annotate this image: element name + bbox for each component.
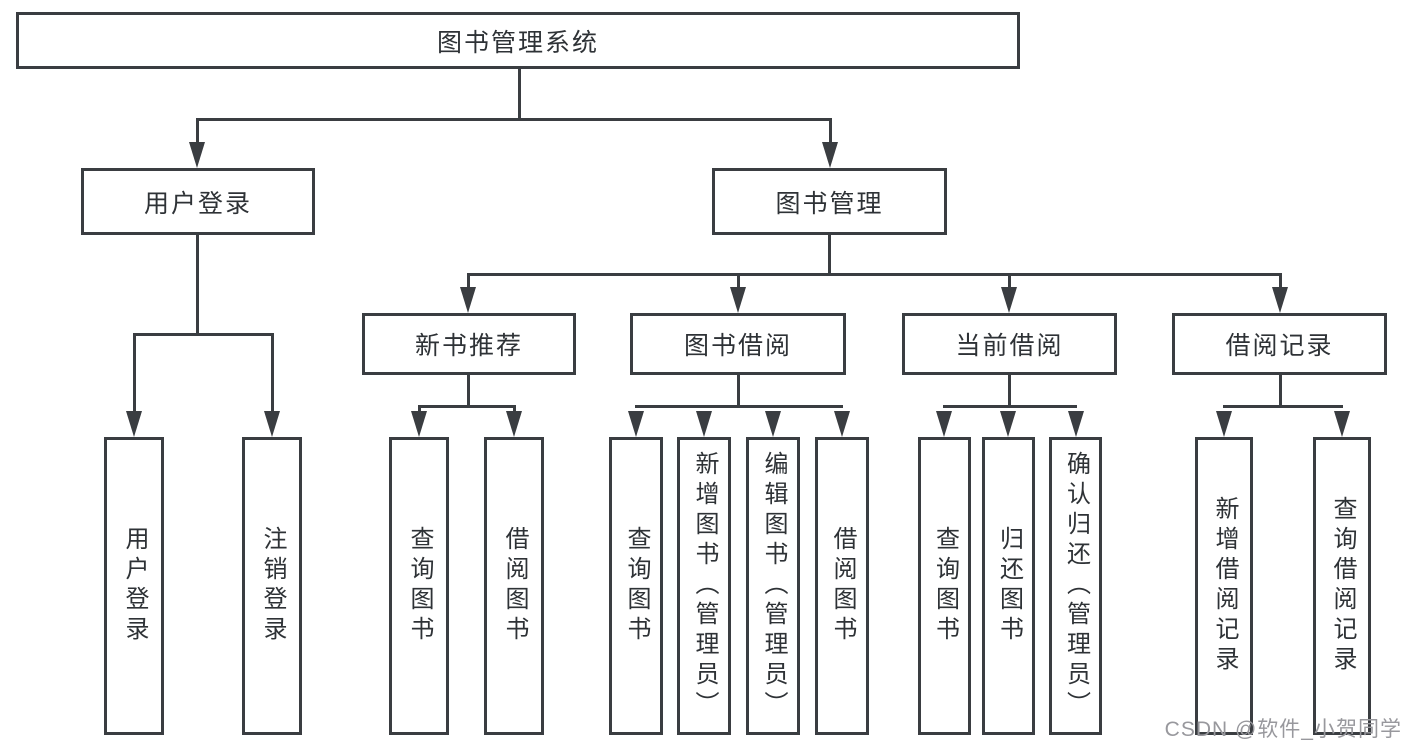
leaf-recommend-borrow-books-label: 借阅图书 (501, 526, 528, 646)
connector-user-login-bar (133, 333, 274, 336)
connector-user-login-stem (196, 235, 199, 336)
arrowhead-down-icon (126, 411, 142, 437)
arrowhead-down-icon (1001, 287, 1017, 313)
arrowhead-down-icon (1068, 411, 1084, 437)
leaf-recommend-query-books: 查询图书 (389, 437, 449, 735)
connector-book-mgmt-drop-2 (737, 273, 740, 297)
leaf-add-borrow-record: 新增借阅记录 (1195, 437, 1253, 735)
leaf-logout-label: 注销登录 (259, 526, 286, 646)
connector-book-mgmt-drop-4 (1279, 273, 1282, 297)
connector-book-mgmt-drop-1 (467, 273, 470, 297)
arrowhead-down-icon (765, 411, 781, 437)
arrowhead-down-icon (834, 411, 850, 437)
leaf-borrow-query-books-label: 查询图书 (623, 526, 650, 646)
connector-book-mgmt-bar (467, 273, 1282, 276)
node-user-login-label: 用户登录 (143, 189, 252, 218)
leaf-return-books-label: 归还图书 (995, 526, 1023, 646)
node-book-borrow-label: 图书借阅 (683, 332, 792, 360)
node-borrow-records: 借阅记录 (1172, 313, 1387, 375)
arrowhead-down-icon (696, 411, 712, 437)
arrowhead-down-icon (936, 411, 952, 437)
connector-user-login-drop-1 (133, 333, 136, 421)
arrowhead-down-icon (411, 411, 427, 437)
connector-book-mgmt-drop-3 (1008, 273, 1011, 297)
node-book-management: 图书管理 (712, 168, 947, 235)
arrowhead-down-icon (628, 411, 644, 437)
connector-user-login-drop-2 (271, 333, 274, 421)
arrowhead-down-icon (1216, 411, 1232, 437)
arrowhead-down-icon (730, 287, 746, 313)
arrowhead-down-icon (1334, 411, 1350, 437)
arrowhead-down-icon (264, 411, 280, 437)
connector-root-drop-right (829, 118, 832, 152)
arrowhead-down-icon (822, 142, 838, 168)
node-current-borrow: 当前借阅 (902, 313, 1117, 375)
connector-root-bar (196, 118, 832, 121)
arrowhead-down-icon (506, 411, 522, 437)
leaf-logout: 注销登录 (242, 437, 302, 735)
node-new-book-recommend-label: 新书推荐 (414, 332, 523, 360)
leaf-recommend-query-books-label: 查询图书 (406, 526, 433, 646)
connector-book-mgmt-stem (828, 235, 831, 275)
connector-root-drop-left (196, 118, 199, 152)
arrowhead-down-icon (460, 287, 476, 313)
connector-records-stem (1279, 375, 1282, 407)
arrowhead-down-icon (1000, 411, 1016, 437)
node-new-book-recommend: 新书推荐 (362, 313, 576, 375)
leaf-current-query-books-label: 查询图书 (931, 526, 959, 646)
node-borrow-records-label: 借阅记录 (1225, 332, 1334, 360)
node-user-login: 用户登录 (81, 168, 315, 235)
leaf-borrow-books: 借阅图书 (815, 437, 869, 735)
connector-recommend-stem (467, 375, 470, 407)
node-root: 图书管理系统 (16, 12, 1020, 69)
connector-current-bar (943, 405, 1077, 408)
arrowhead-down-icon (1272, 287, 1288, 313)
leaf-user-login: 用户登录 (104, 437, 164, 735)
node-book-borrow: 图书借阅 (630, 313, 846, 375)
csdn-watermark: CSDN @软件_小贺同学 (1164, 718, 1402, 741)
node-root-label: 图书管理系统 (436, 28, 599, 57)
leaf-recommend-borrow-books: 借阅图书 (484, 437, 544, 735)
leaf-edit-books-admin: 编辑图书（管理员） (746, 437, 800, 735)
connector-root-stem (518, 69, 521, 120)
connector-recommend-bar (418, 405, 516, 408)
connector-borrow-bar (635, 405, 843, 408)
leaf-add-books-admin-label: 新增图书（管理员） (691, 451, 718, 721)
leaf-query-borrow-record: 查询借阅记录 (1313, 437, 1371, 735)
leaf-add-borrow-record-label: 新增借阅记录 (1211, 496, 1238, 676)
leaf-return-books: 归还图书 (982, 437, 1035, 735)
leaf-query-borrow-record-label: 查询借阅记录 (1329, 496, 1356, 676)
leaf-add-books-admin: 新增图书（管理员） (677, 437, 731, 735)
leaf-confirm-return-admin-label: 确认归还（管理员） (1062, 451, 1090, 721)
node-book-management-label: 图书管理 (775, 189, 884, 218)
connector-borrow-stem (737, 375, 740, 407)
arrowhead-down-icon (189, 142, 205, 168)
leaf-user-login-label: 用户登录 (121, 526, 148, 646)
leaf-confirm-return-admin: 确认归还（管理员） (1049, 437, 1102, 735)
connector-records-bar (1223, 405, 1343, 408)
leaf-current-query-books: 查询图书 (918, 437, 971, 735)
node-current-borrow-label: 当前借阅 (955, 332, 1064, 360)
connector-current-stem (1008, 375, 1011, 407)
leaf-edit-books-admin-label: 编辑图书（管理员） (760, 451, 787, 721)
leaf-borrow-books-label: 借阅图书 (829, 526, 856, 646)
leaf-borrow-query-books: 查询图书 (609, 437, 663, 735)
